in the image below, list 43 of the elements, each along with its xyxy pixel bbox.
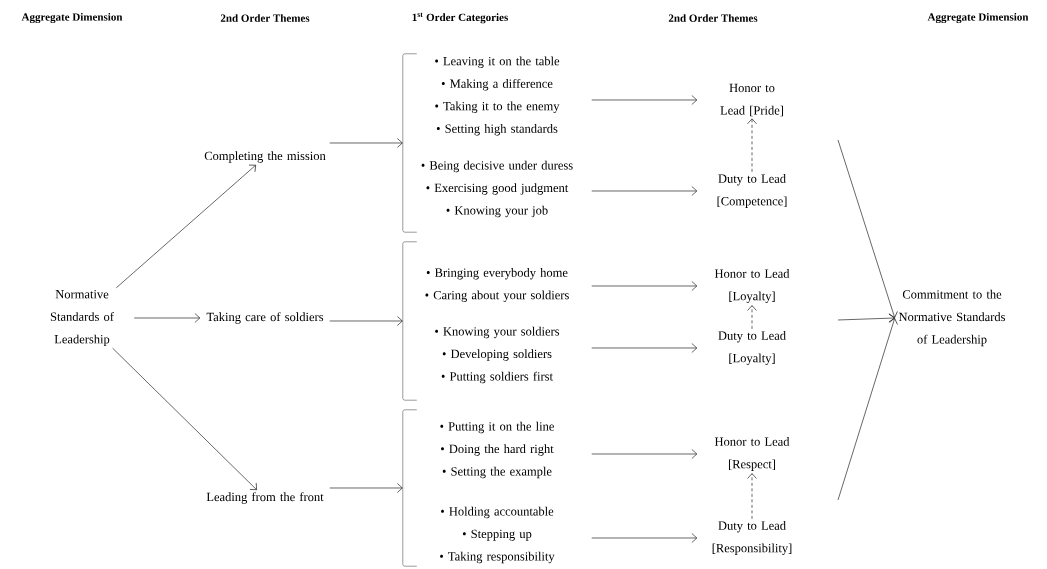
arrow bbox=[329, 316, 403, 326]
bullet-list: • Leaving it on the table • Making a difference • Taking it to the enemy • Setting high standards bbox=[435, 56, 560, 136]
theme-text: Normative Standards of Leadership bbox=[50, 290, 114, 346]
arrow bbox=[591, 449, 698, 459]
arrow bbox=[837, 313, 895, 323]
arrow bbox=[591, 343, 698, 353]
arrow bbox=[837, 139, 898, 318]
arrow bbox=[329, 483, 403, 493]
column-header: 2nd Order Themes bbox=[220, 14, 310, 22]
column-header: Aggregate Dimension bbox=[21, 13, 123, 24]
arrow bbox=[116, 164, 256, 289]
theme-text: Honor to Lead [Respect] bbox=[714, 437, 790, 471]
bullet-list: • Putting it on the line • Doing the hard right • Setting the example bbox=[440, 421, 554, 479]
theme-text: Duty to Lead [Competence] bbox=[717, 174, 787, 208]
theme-text: Leading from the front bbox=[206, 492, 324, 504]
bullet-list: • Knowing your soldiers • Developing soldiers • Putting soldiers first bbox=[435, 326, 560, 384]
arrow bbox=[329, 138, 403, 148]
bullet-list: • Bringing everybody home • Caring about your soldiers bbox=[425, 268, 569, 302]
column-header: Aggregate Dimension bbox=[927, 13, 1029, 24]
theme-text: Taking care of soldiers bbox=[206, 312, 324, 324]
arrow bbox=[591, 281, 698, 291]
arrow bbox=[747, 118, 757, 173]
bullet-list: • Holding accountable • Stepping up • Taking responsibility bbox=[440, 506, 555, 564]
arrow bbox=[591, 95, 698, 105]
bracket bbox=[402, 409, 417, 567]
arrow bbox=[591, 533, 698, 543]
theme-text: Duty to Lead [Loyalty] bbox=[718, 331, 786, 365]
theme-text: Honor to Lead [Pride] bbox=[720, 83, 783, 117]
theme-text: Commitment to the Normative Standards of Leadership bbox=[898, 289, 1005, 347]
theme-text: Completing the mission bbox=[204, 151, 326, 163]
bracket bbox=[402, 53, 417, 233]
arrow bbox=[591, 186, 698, 196]
column-header: 1$^{st}$ Order Categories bbox=[412, 12, 508, 24]
bracket bbox=[402, 241, 417, 401]
arrow bbox=[112, 347, 257, 491]
arrow bbox=[837, 318, 898, 501]
arrow bbox=[747, 305, 757, 330]
theme-text: Honor to Lead [Loyalty] bbox=[714, 269, 790, 303]
arrow bbox=[133, 313, 201, 323]
bullet-list: • Being decisive under duress • Exercising good judgment • Knowing your job bbox=[421, 160, 573, 218]
column-header: 2nd Order Themes bbox=[668, 14, 758, 22]
theme-text: Duty to Lead [Responsibility] bbox=[712, 521, 792, 555]
arrow bbox=[747, 473, 757, 520]
